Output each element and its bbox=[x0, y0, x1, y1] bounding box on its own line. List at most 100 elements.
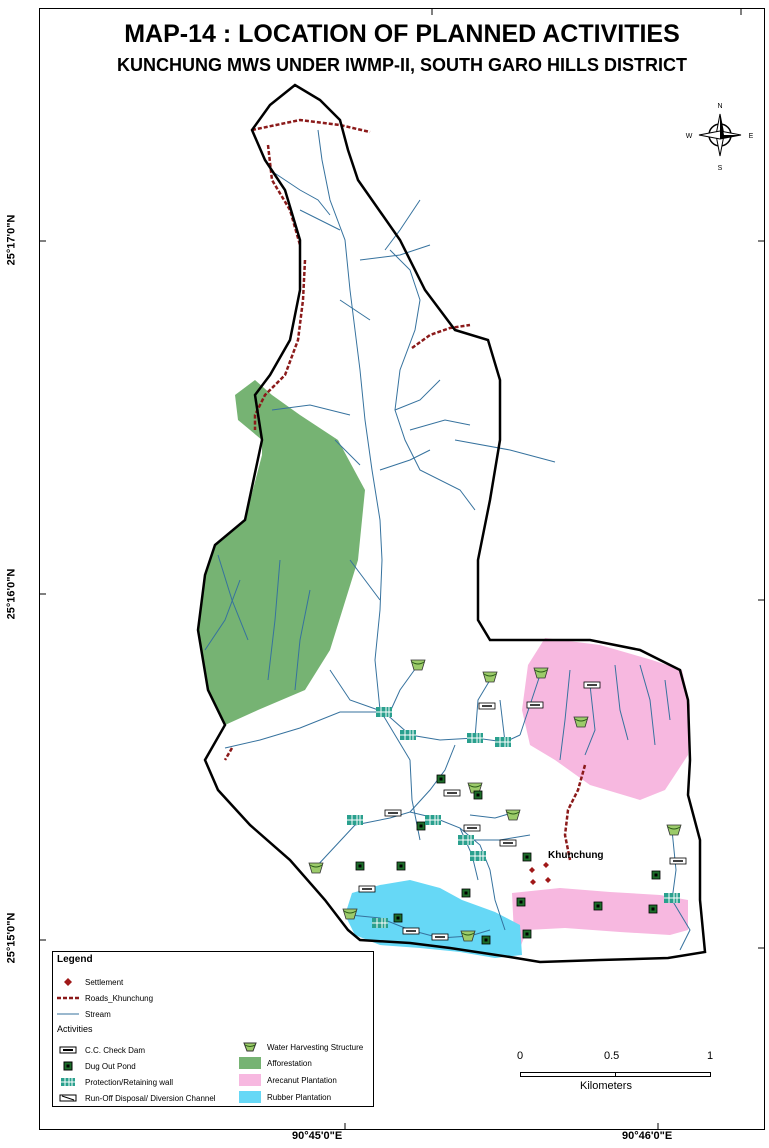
west-letter: W bbox=[686, 133, 693, 140]
legend-settlement: Settlement bbox=[57, 976, 123, 988]
retaining-wall-marker bbox=[347, 815, 363, 825]
scale-segment-2 bbox=[615, 1072, 711, 1077]
retaining-wall-icon bbox=[57, 1076, 79, 1088]
water-harvesting-marker bbox=[505, 809, 521, 821]
scale-tick-1: 1 bbox=[707, 1050, 714, 1062]
check-dam-marker bbox=[384, 809, 402, 817]
water-harvesting-icon bbox=[239, 1041, 261, 1053]
legend-label: Run-Off Disposal/ Diversion Channel bbox=[85, 1093, 216, 1103]
check-dam-marker bbox=[583, 681, 601, 689]
dug-out-pond-marker bbox=[522, 929, 532, 939]
rubber-area bbox=[345, 880, 522, 958]
place-label-khunchung: Khunchung bbox=[548, 850, 604, 861]
scale-tick-0: 0 bbox=[517, 1050, 524, 1062]
dug-out-pond-marker bbox=[355, 861, 365, 871]
map-title: MAP-14 : LOCATION OF PLANNED ACTIVITIES bbox=[124, 20, 680, 48]
legend-label: Arecanut Plantation bbox=[267, 1075, 337, 1085]
water-harvesting-marker bbox=[533, 667, 549, 679]
dug-out-pond-marker bbox=[516, 897, 526, 907]
legend-label: Afforestation bbox=[267, 1058, 312, 1068]
legend-rubber: Rubber Plantation bbox=[239, 1091, 331, 1103]
dug-out-pond-marker bbox=[473, 790, 483, 800]
water-harvesting-marker bbox=[410, 659, 426, 671]
legend-label: Water Harvesting Structure bbox=[267, 1042, 364, 1052]
legend-roads: Roads_Khunchung bbox=[57, 992, 153, 1004]
legend-stream: Stream bbox=[57, 1008, 111, 1020]
diversion-channel-marker bbox=[443, 789, 461, 797]
dug-out-pond-marker bbox=[651, 870, 661, 880]
water-harvesting-marker bbox=[482, 671, 498, 683]
retaining-wall-marker bbox=[664, 893, 680, 903]
arecanut-area-south bbox=[512, 888, 688, 948]
stream-network bbox=[204, 129, 691, 951]
dug-out-pond-marker bbox=[393, 913, 403, 923]
north-letter: N bbox=[717, 103, 722, 110]
check-dam-marker bbox=[478, 702, 496, 710]
retaining-wall-marker bbox=[376, 707, 392, 717]
settlement-marker bbox=[530, 879, 536, 885]
legend-afforestation: Afforestation bbox=[239, 1057, 312, 1069]
dug-out-pond-marker bbox=[522, 852, 532, 862]
south-letter: S bbox=[718, 165, 723, 170]
settlement-marker bbox=[545, 877, 551, 883]
graticule-ticks bbox=[39, 8, 765, 1130]
dug-out-pond-marker bbox=[593, 901, 603, 911]
retaining-wall-marker bbox=[458, 835, 474, 845]
check-dam-marker bbox=[402, 927, 420, 935]
check-dam-icon bbox=[57, 1044, 79, 1056]
legend-label: Protection/Retaining wall bbox=[85, 1077, 174, 1087]
dug-out-pond-marker bbox=[461, 888, 471, 898]
legend-label: Stream bbox=[85, 1009, 111, 1019]
retaining-wall-marker bbox=[467, 733, 483, 743]
diversion-channel-marker bbox=[463, 824, 481, 832]
legend-label: Dug Out Pond bbox=[85, 1061, 136, 1071]
water-harvesting-marker bbox=[460, 930, 476, 942]
retaining-wall-marker bbox=[400, 730, 416, 740]
check-dam-marker bbox=[669, 857, 687, 865]
diversion-channel-marker bbox=[358, 885, 376, 893]
retaining-wall-marker bbox=[372, 918, 388, 928]
legend-label: Rubber Plantation bbox=[267, 1092, 332, 1102]
legend-label: Settlement bbox=[85, 977, 124, 987]
scale-segment-1 bbox=[520, 1072, 616, 1077]
activity-symbols bbox=[308, 659, 687, 945]
lon-label-1: 90°45'0"E bbox=[292, 1130, 343, 1142]
legend-check-dam: C.C. Check Dam bbox=[57, 1044, 145, 1056]
retaining-wall-marker bbox=[495, 737, 511, 747]
legend-arecanut: Arecanut Plantation bbox=[239, 1074, 337, 1086]
water-harvesting-marker bbox=[308, 862, 324, 874]
settlement-icon bbox=[57, 976, 79, 988]
dug-out-pond-marker bbox=[648, 904, 658, 914]
dug-out-pond-marker bbox=[481, 935, 491, 945]
diversion-channel-icon bbox=[57, 1092, 79, 1104]
legend-dug-out-pond: Dug Out Pond bbox=[57, 1060, 136, 1072]
pond-icon bbox=[57, 1060, 79, 1072]
watershed-boundary bbox=[196, 83, 707, 964]
legend: Legend Settlement Roads_Khunchung Stream… bbox=[52, 951, 374, 1107]
legend-title: Legend bbox=[57, 954, 93, 965]
north-arrow: N S E W bbox=[686, 103, 754, 170]
dug-out-pond-marker bbox=[396, 861, 406, 871]
settlement-marker bbox=[543, 862, 549, 868]
settlements bbox=[529, 862, 551, 885]
road-icon bbox=[57, 992, 79, 1004]
map-frame bbox=[39, 8, 765, 1130]
legend-activities-heading: Activities bbox=[57, 1024, 93, 1034]
legend-water-harvesting: Water Harvesting Structure bbox=[239, 1041, 363, 1053]
legend-diversion-channel: Run-Off Disposal/ Diversion Channel bbox=[57, 1092, 216, 1104]
diversion-channel-marker bbox=[526, 701, 544, 709]
afforestation-swatch bbox=[239, 1057, 261, 1069]
water-harvesting-marker bbox=[342, 908, 358, 920]
retaining-wall-marker bbox=[425, 815, 441, 825]
arecanut-area-north bbox=[522, 638, 690, 800]
water-harvesting-marker bbox=[666, 824, 682, 836]
arecanut-swatch bbox=[239, 1074, 261, 1086]
scale-unit: Kilometers bbox=[580, 1080, 632, 1092]
scale-tick-half: 0.5 bbox=[604, 1050, 620, 1062]
legend-retaining-wall: Protection/Retaining wall bbox=[57, 1076, 173, 1088]
check-dam-marker bbox=[499, 839, 517, 847]
dug-out-pond-marker bbox=[416, 821, 426, 831]
map-subtitle: KUNCHUNG MWS UNDER IWMP-II, SOUTH GARO H… bbox=[117, 55, 687, 75]
roads bbox=[223, 118, 587, 861]
